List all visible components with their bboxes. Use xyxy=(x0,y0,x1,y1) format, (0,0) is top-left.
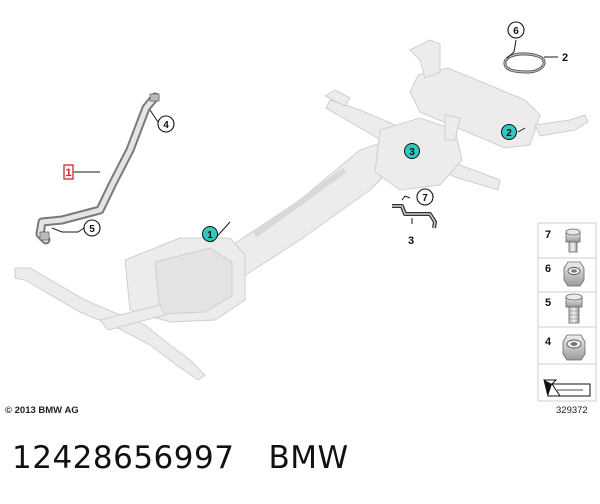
legend-item-7[interactable]: 7 xyxy=(545,228,581,253)
svg-text:4: 4 xyxy=(163,120,169,131)
callout-6[interactable]: 6 xyxy=(507,21,525,39)
svg-text:6: 6 xyxy=(545,263,551,275)
callout-5[interactable]: 5 xyxy=(83,219,101,237)
svg-text:3: 3 xyxy=(409,147,415,158)
svg-text:5: 5 xyxy=(545,297,551,309)
callout-2-teal[interactable]: 2 xyxy=(501,124,517,140)
callout-3-teal[interactable]: 3 xyxy=(404,143,420,159)
callout-1-teal[interactable]: 1 xyxy=(202,226,218,242)
svg-text:4: 4 xyxy=(545,336,552,348)
svg-text:7: 7 xyxy=(422,193,428,204)
callout-4[interactable]: 4 xyxy=(157,115,175,133)
svg-text:1: 1 xyxy=(207,230,213,241)
legend-item-5[interactable]: 5 xyxy=(545,293,583,324)
bolt-icon xyxy=(565,293,583,324)
nut-icon xyxy=(562,334,586,361)
strap-part xyxy=(503,52,546,74)
svg-text:2: 2 xyxy=(506,128,512,139)
label-3[interactable]: 3 xyxy=(408,235,414,247)
label-2[interactable]: 2 xyxy=(562,52,568,64)
diagram-id-text: 329372 xyxy=(556,405,588,416)
svg-text:1: 1 xyxy=(65,167,71,179)
bolt-icon xyxy=(565,228,581,253)
legend-item-4[interactable]: 4 xyxy=(545,334,586,361)
callout-7[interactable]: 7 xyxy=(416,188,434,206)
part-caption: 12428656997 BMW xyxy=(12,440,349,476)
part-number: 12428656997 xyxy=(12,440,235,476)
label-1-red[interactable]: 1 xyxy=(63,164,74,180)
brace-part xyxy=(35,92,160,245)
svg-text:5: 5 xyxy=(89,224,95,235)
bracket-part xyxy=(392,204,437,229)
legend-panel xyxy=(537,222,597,402)
copyright-text: © 2013 BMW AG xyxy=(5,405,79,416)
brand-name: BMW xyxy=(268,440,349,476)
legend-item-6[interactable]: 6 xyxy=(545,261,585,287)
arrow-icon xyxy=(543,379,591,397)
svg-text:7: 7 xyxy=(545,229,551,241)
svg-text:6: 6 xyxy=(513,26,519,37)
nut-icon xyxy=(563,261,585,287)
